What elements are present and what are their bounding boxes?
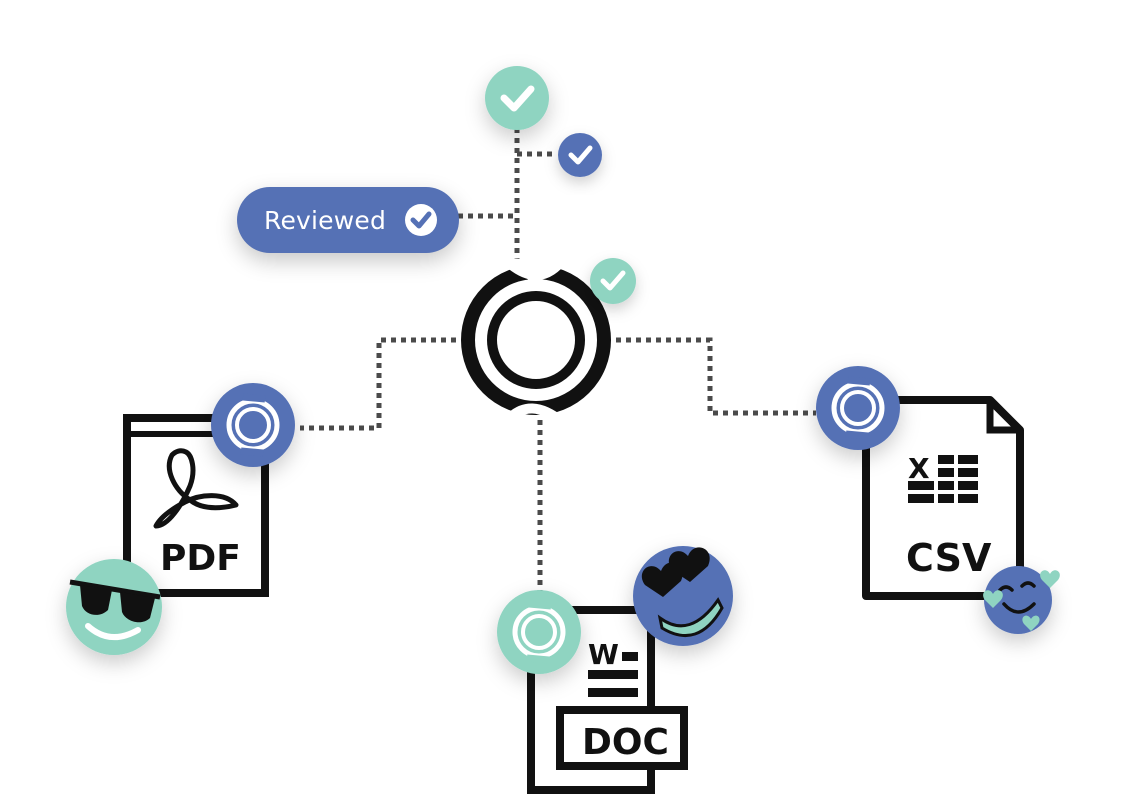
connector-pdf [300, 337, 456, 431]
csv-document-icon [862, 396, 1024, 600]
small-check-icon [558, 133, 602, 177]
acrobat-icon [153, 448, 239, 529]
csv-sync-node-icon [816, 366, 900, 450]
reviewed-label: Reviewed [264, 206, 387, 235]
spreadsheet-grid-icon [908, 455, 978, 503]
text-lines-icon [588, 652, 638, 697]
pdf-type-label: PDF [160, 538, 241, 579]
heart-eyes-emoji-icon [633, 546, 733, 646]
check-circle-icon [405, 204, 437, 236]
word-glyph: W [588, 638, 619, 671]
connector-lines [300, 128, 816, 595]
pdf-document-icon [123, 414, 269, 597]
hub-check-icon [590, 258, 636, 304]
doc-type-label: DOC [582, 722, 669, 763]
doc-sync-node-icon [497, 590, 581, 674]
reviewed-badge: Reviewed [237, 187, 459, 253]
csv-type-label: CSV [906, 536, 992, 580]
pdf-sync-node-icon [211, 383, 295, 467]
connector-csv [616, 337, 816, 416]
smiling-hearts-emoji-icon [983, 566, 1060, 634]
sunglasses-emoji-icon [66, 559, 162, 655]
hub-sync-ring-icon [461, 254, 611, 426]
spreadsheet-glyph: X [908, 452, 930, 485]
top-check-icon [485, 66, 549, 130]
